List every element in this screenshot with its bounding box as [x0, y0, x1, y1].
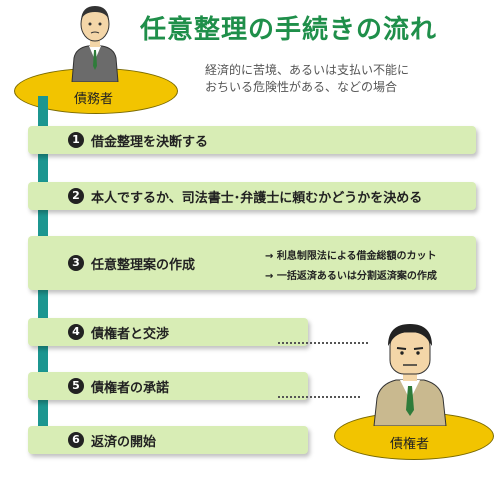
step-5-number: 5	[68, 378, 84, 394]
debtor-figure-icon	[71, 6, 119, 82]
step-5-label: 債権者の承諾	[91, 381, 170, 396]
subtitle: 経済的に苦境、あるいは支払い不能に おちいる危険性がある、などの場合	[205, 62, 495, 96]
debtor-label: 債務者	[74, 92, 114, 107]
page-title: 任意整理の手続きの流れ	[140, 15, 438, 45]
step-3-note-2: → 一括返済あるいは分割返済案の作成	[265, 271, 437, 282]
connector-step-5	[278, 396, 360, 398]
step-3-box: 3 任意整理案の作成 → 利息制限法による借金総額のカット → 一括返済あるいは…	[28, 236, 476, 290]
step-2-box: 2 本人でするか、司法書士･弁護士に頼むかどうかを決める	[28, 182, 476, 210]
step-6-number: 6	[68, 432, 84, 448]
step-1-number: 1	[68, 132, 84, 148]
creditor-label: 債権者	[390, 437, 430, 452]
step-4-box: 4 債権者と交渉	[28, 318, 308, 346]
creditor-figure-icon	[373, 324, 447, 426]
step-1-label: 借金整理を決断する	[91, 135, 209, 150]
step-6-box: 6 返済の開始	[28, 426, 308, 454]
subtitle-line-2: おちいる危険性がある、などの場合	[205, 80, 398, 94]
step-5-box: 5 債権者の承諾	[28, 372, 308, 400]
step-3-note-1: → 利息制限法による借金総額のカット	[265, 251, 437, 262]
step-1-box: 1 借金整理を決断する	[28, 126, 476, 154]
step-2-number: 2	[68, 188, 84, 204]
step-2-label: 本人でするか、司法書士･弁護士に頼むかどうかを決める	[91, 191, 423, 206]
step-4-label: 債権者と交渉	[91, 327, 170, 342]
connector-step-4	[278, 342, 368, 344]
step-3-number: 3	[68, 255, 84, 271]
step-6-label: 返済の開始	[91, 435, 157, 450]
step-4-number: 4	[68, 324, 84, 340]
subtitle-line-1: 経済的に苦境、あるいは支払い不能に	[205, 63, 410, 77]
step-3-label: 任意整理案の作成	[91, 258, 196, 273]
